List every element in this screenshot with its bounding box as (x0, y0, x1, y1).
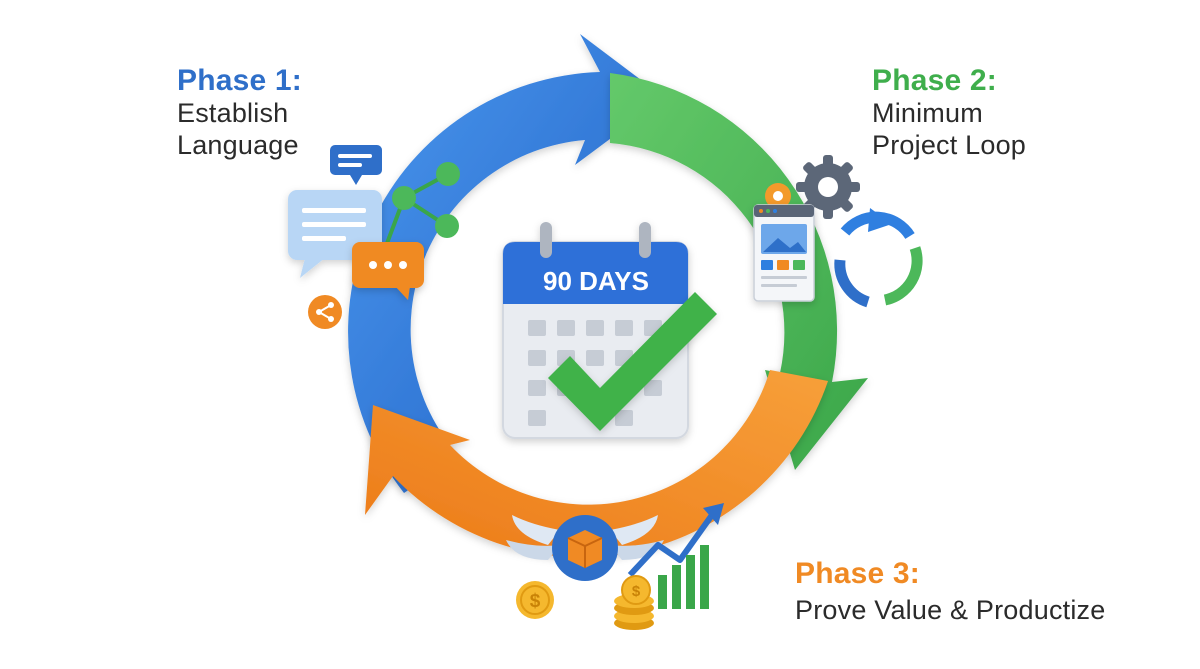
checkmark-icon (548, 292, 717, 431)
ellipsis-chat-icon (352, 242, 424, 300)
phase-1-description-line-1: Establish (177, 98, 289, 129)
refresh-cycle-icon (834, 211, 923, 308)
calendar-header-text: 90 DAYS (543, 266, 649, 296)
phase-1-title: Phase 1: (177, 64, 302, 97)
phase-2-label: Phase 2: Minimum Project Loop (872, 63, 1026, 162)
phase-3-icons: $ $ (506, 503, 724, 630)
phase-2-icons (753, 155, 923, 308)
browser-window-icon (753, 204, 815, 302)
small-gear-icon (765, 183, 791, 209)
refresh-arrowhead (868, 208, 892, 232)
bar-chart-icon (658, 545, 709, 609)
phase-2-description-line-1: Minimum (872, 98, 983, 129)
phase-2-arrow (610, 73, 868, 470)
phase-1-arrow (348, 34, 665, 493)
coin-stack-icon: $ (614, 575, 654, 630)
phase-2-description-line-2: Project Loop (872, 130, 1026, 161)
winged-box-icon (506, 515, 664, 581)
dollar-coin-icon: $ (516, 581, 554, 619)
phase-1-label: Phase 1: Establish Language (177, 63, 302, 162)
trend-arrow-icon (627, 503, 724, 578)
phase-3-description-line-1: Prove Value & Productize (795, 595, 1106, 626)
chat-bubble-icon (330, 145, 382, 185)
share-icon (308, 295, 342, 329)
gear-icon (796, 155, 860, 219)
phase-2-title: Phase 2: (872, 64, 997, 97)
phase-1-icons (288, 145, 460, 329)
phase-3-label: Phase 3: Prove Value & Productize (795, 556, 1105, 627)
svg-text:$: $ (632, 583, 641, 600)
phase-1-description-line-2: Language (177, 130, 299, 161)
phase-3-title: Phase 3: (795, 557, 920, 590)
svg-text:$: $ (530, 591, 541, 612)
